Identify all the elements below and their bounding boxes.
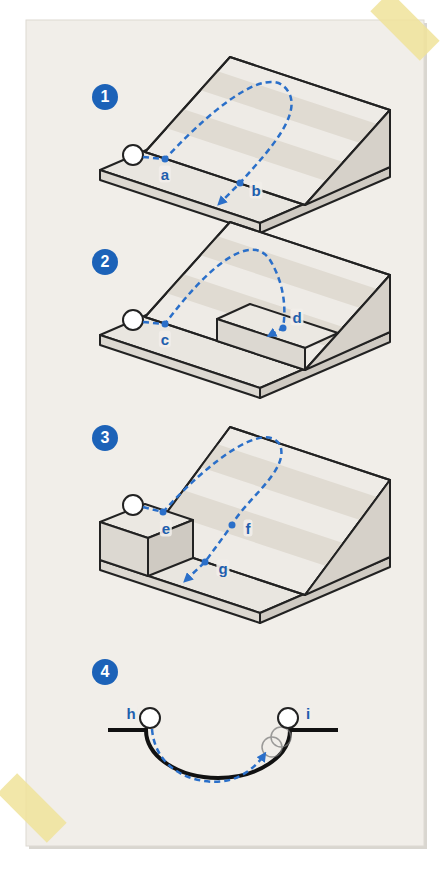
- callout-number: 3: [101, 430, 110, 446]
- ball: [278, 708, 298, 728]
- balls: [123, 145, 143, 515]
- paper: [26, 20, 424, 846]
- point-label: f: [244, 520, 253, 537]
- ramp-figures: [100, 57, 390, 623]
- ball: [140, 708, 160, 728]
- callout-number: 2: [101, 254, 110, 270]
- callout-number: 1: [101, 89, 110, 105]
- callout-circle: [92, 84, 118, 685]
- point-label: d: [290, 309, 303, 326]
- point-label: g: [216, 560, 229, 577]
- callout-number: 4: [101, 664, 110, 680]
- tape: [0, 773, 67, 842]
- point-label: h: [124, 705, 137, 722]
- track: [108, 730, 338, 778]
- point-label: a: [159, 166, 171, 183]
- trajectory-points: [160, 156, 287, 566]
- ghost-balls: [262, 727, 291, 757]
- point-label: c: [159, 331, 171, 348]
- point-label: i: [304, 705, 312, 722]
- trajectory: [143, 82, 292, 782]
- point-label: b: [249, 182, 262, 199]
- tape: [370, 0, 439, 61]
- point-label: e: [160, 520, 172, 537]
